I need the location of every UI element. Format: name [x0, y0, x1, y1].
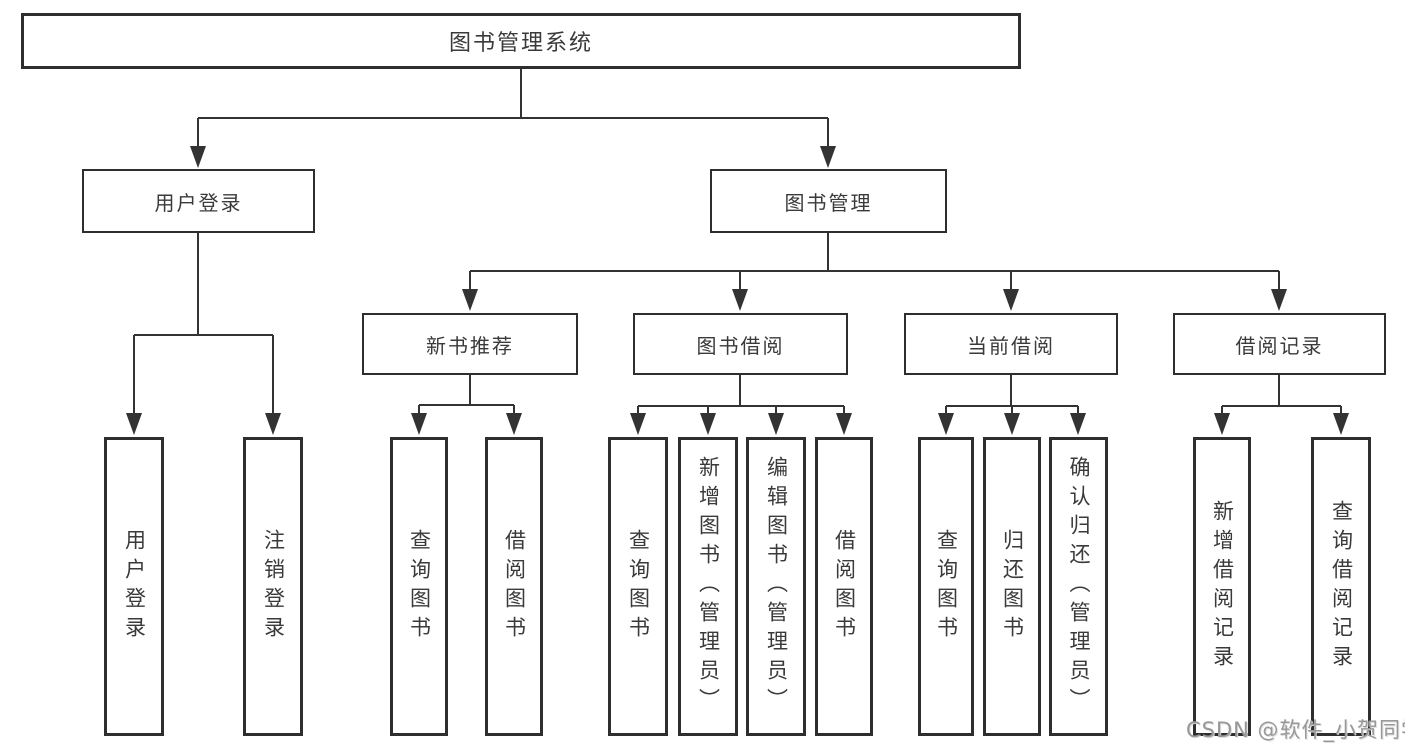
- node-label: 当前借阅: [967, 333, 1055, 358]
- leaf-label: 查询图书: [934, 528, 959, 645]
- leaf-cb-query-books: 查询图书: [918, 437, 974, 736]
- leaf-user-login: 用户登录: [104, 437, 164, 736]
- node-label: 借阅记录: [1235, 333, 1324, 358]
- leaf-label: 查询图书: [626, 528, 651, 645]
- node-user-login: 用户登录: [82, 169, 315, 233]
- leaf-logout: 注销登录: [243, 437, 303, 736]
- leaf-bb-add-books-admin: 新增图书（管理员）: [678, 437, 738, 736]
- node-book-borrowing: 图书借阅: [633, 313, 848, 375]
- spine-current-borrow: [946, 375, 1078, 407]
- node-label: 图书管理: [784, 190, 873, 215]
- leaf-label: 查询图书: [407, 528, 432, 645]
- node-new-book-recommend: 新书推荐: [362, 313, 578, 375]
- spine-borrow-records: [1222, 375, 1341, 407]
- node-label: 新书推荐: [426, 333, 514, 358]
- leaf-cb-confirm-return-admin: 确认归还（管理员）: [1049, 437, 1108, 736]
- node-label: 用户登录: [154, 190, 243, 215]
- leaf-bb-query-books: 查询图书: [608, 437, 668, 736]
- leaf-br-add-record: 新增借阅记录: [1193, 437, 1251, 736]
- leaf-label: 用户登录: [122, 528, 147, 645]
- spine-new-rec: [419, 375, 514, 406]
- node-label: 图书借阅: [696, 333, 785, 358]
- leaf-label: 确认归还（管理员）: [1067, 456, 1092, 717]
- leaf-rec-borrow-books: 借阅图书: [485, 437, 543, 736]
- leaf-bb-borrow-books: 借阅图书: [815, 437, 873, 736]
- node-book-management: 图书管理: [710, 169, 947, 233]
- leaf-label: 归还图书: [1000, 528, 1025, 645]
- leaf-label: 注销登录: [261, 528, 286, 645]
- leaf-br-query-record: 查询借阅记录: [1311, 437, 1371, 736]
- leaf-rec-query-books: 查询图书: [390, 437, 448, 736]
- leaf-label: 查询借阅记录: [1329, 499, 1354, 674]
- node-current-borrowing: 当前借阅: [904, 313, 1118, 375]
- spine-book-mgmt: [470, 233, 1279, 272]
- node-library-management-system: 图书管理系统: [21, 13, 1021, 69]
- leaf-label: 编辑图书（管理员）: [764, 456, 789, 717]
- node-borrowing-records: 借阅记录: [1173, 313, 1386, 375]
- leaf-label: 新增图书（管理员）: [696, 456, 721, 717]
- node-label: 图书管理系统: [448, 31, 593, 56]
- csdn-watermark: CSDN @软件_小贺同学: [1186, 718, 1405, 742]
- spine-root: [198, 69, 828, 119]
- leaf-bb-edit-books-admin: 编辑图书（管理员）: [746, 437, 806, 736]
- spine-user-login: [134, 233, 273, 336]
- leaf-label: 借阅图书: [502, 528, 527, 645]
- spine-book-borrow: [638, 375, 844, 407]
- leaf-label: 新增借阅记录: [1210, 499, 1235, 674]
- leaf-label: 借阅图书: [832, 528, 857, 645]
- leaf-cb-return-books: 归还图书: [983, 437, 1041, 736]
